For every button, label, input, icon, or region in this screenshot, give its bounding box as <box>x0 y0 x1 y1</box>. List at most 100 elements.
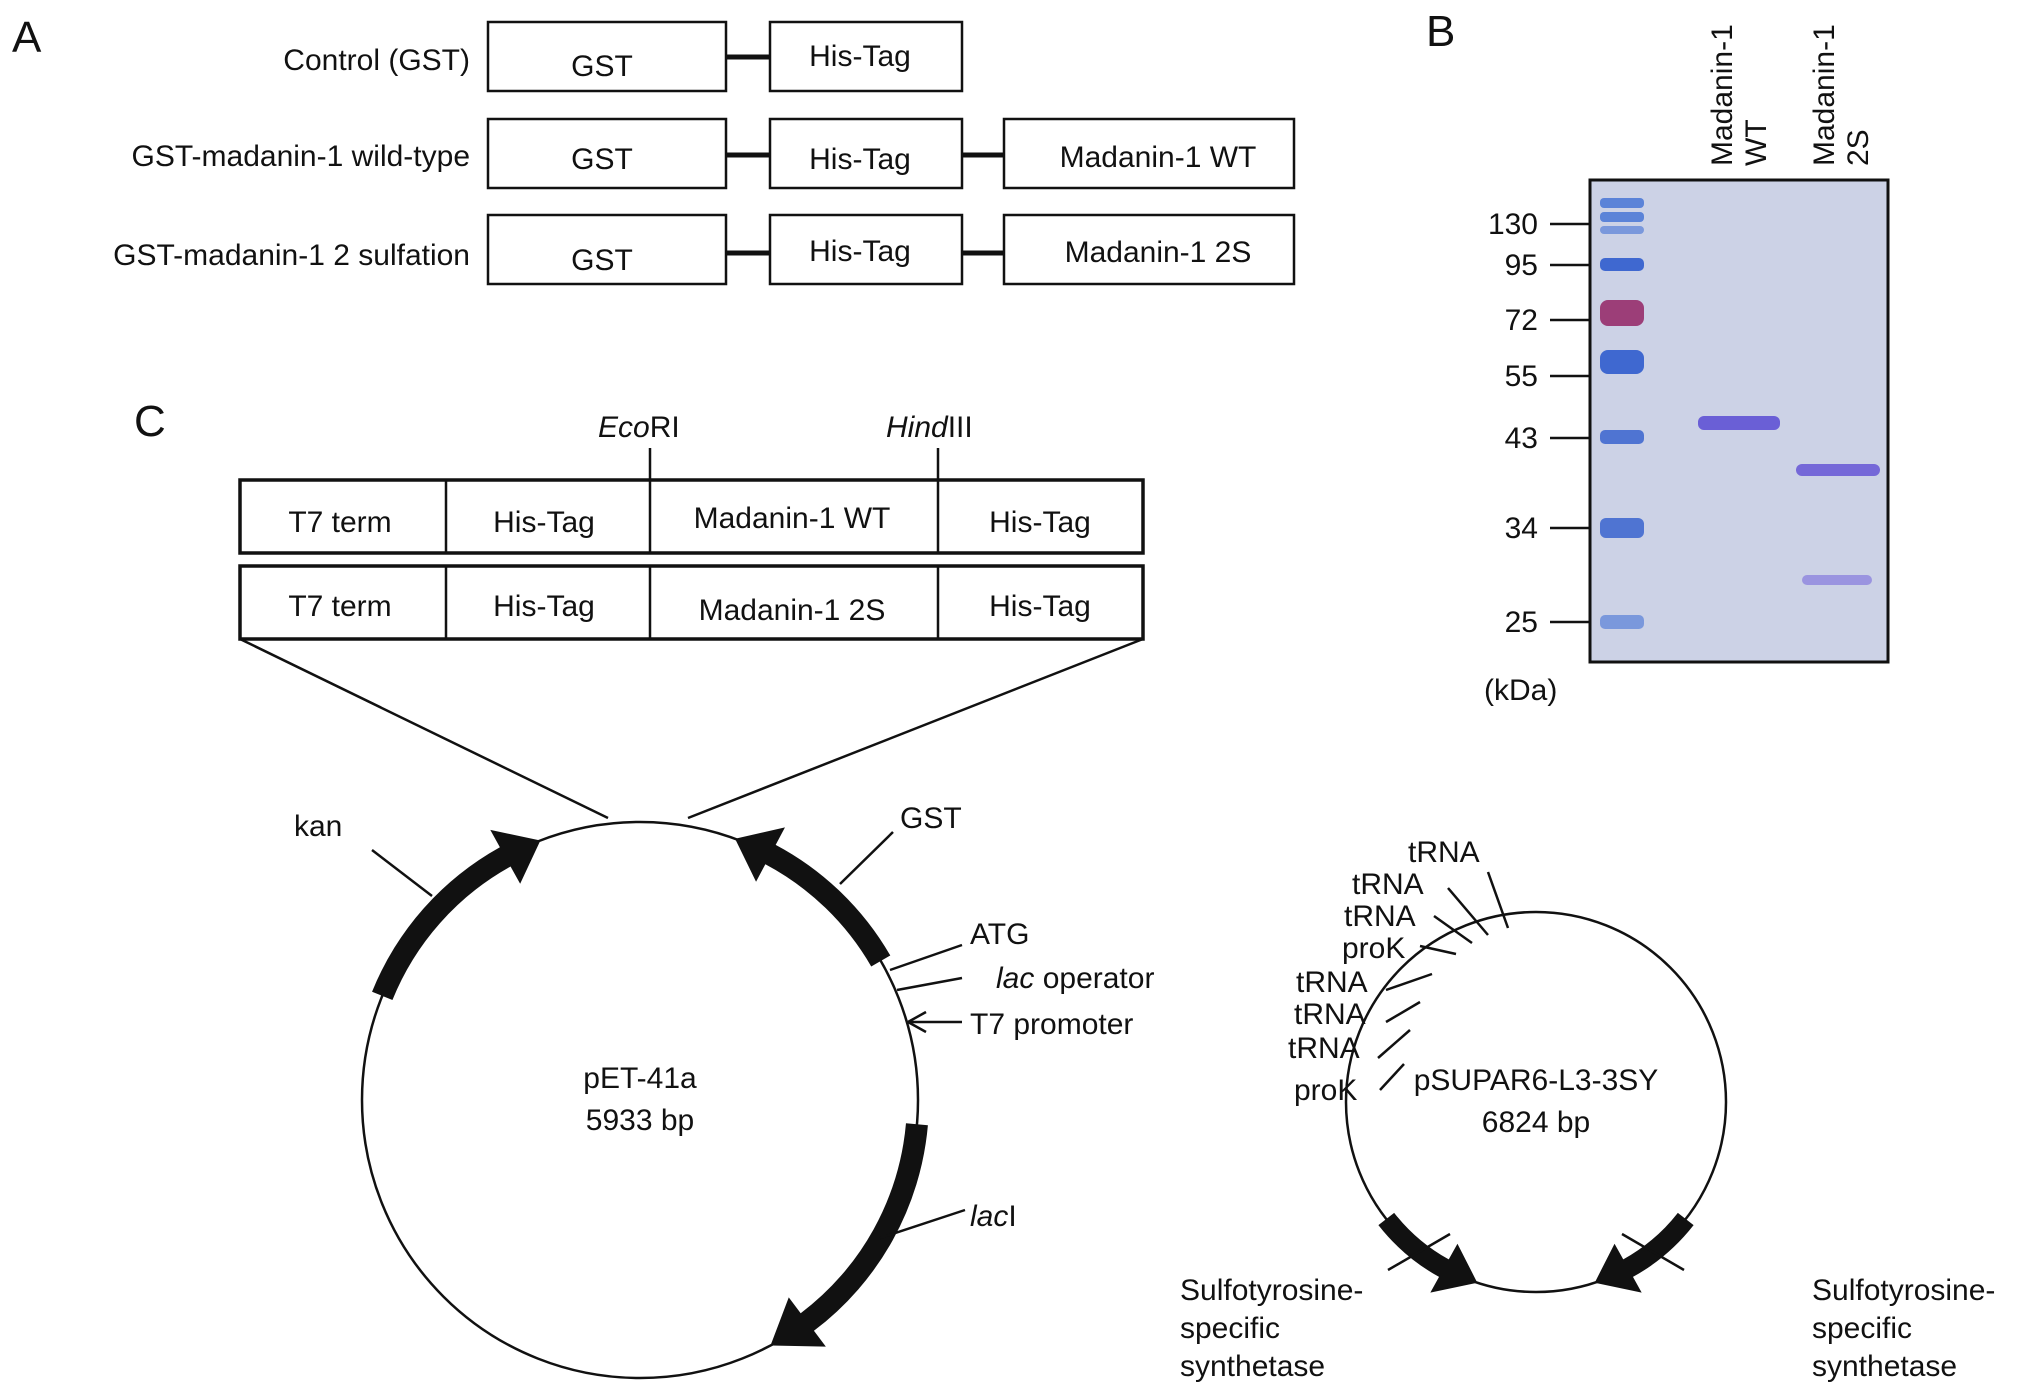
synthetase-right-line3: synthetase <box>1812 1350 1957 1383</box>
feature-kan: kan <box>294 810 342 843</box>
molecular-weight-markers: 130 95 72 55 43 34 25 (kDa) <box>1484 208 1590 707</box>
marker-55: 55 <box>1505 360 1538 393</box>
site-label-hindiii: HindIII <box>886 411 973 444</box>
box-label-histag: His-Tag <box>809 235 911 268</box>
box-histag-control <box>768 20 964 93</box>
panel-a-letter: A <box>12 13 42 62</box>
expression-cassette-wt: T7 term His-Tag Madanin-1 WT His-Tag <box>238 478 1145 555</box>
box-label-madanin-wt: Madanin-1 WT <box>1060 141 1257 174</box>
row-label-wild-type: GST-madanin-1 wild-type <box>132 140 470 173</box>
kan-leader <box>371 849 433 897</box>
site-label-ecori: EcoRI <box>598 411 680 444</box>
laci-leader <box>879 1208 966 1240</box>
laci-arrow <box>770 1123 928 1347</box>
prok-label: proK <box>1342 932 1405 965</box>
expression-cassette-2s: T7 term His-Tag Madanin-1 2S His-Tag <box>238 564 1145 641</box>
box-gst-2s <box>486 213 728 286</box>
box-histag-2s <box>768 213 964 286</box>
synthetase-arrow-right <box>1594 1212 1694 1293</box>
plasmid-size: 6824 bp <box>1482 1106 1590 1139</box>
band-madanin-wt <box>1698 416 1780 430</box>
ladder-band <box>1600 212 1644 222</box>
trna-label: tRNA <box>1288 1032 1360 1065</box>
trna-leader <box>1377 1029 1411 1059</box>
box-label-gst: GST <box>571 244 633 277</box>
trna-label: tRNA <box>1296 966 1368 999</box>
trna-leader <box>1385 1000 1421 1024</box>
box-label-madanin-2s: Madanin-1 2S <box>1065 236 1252 269</box>
feature-laci: lacI <box>970 1200 1017 1233</box>
synthetase-right-line1: Sulfotyrosine- <box>1812 1274 1995 1307</box>
segment-madanin-wt: Madanin-1 WT <box>694 502 891 535</box>
plasmid-size: 5933 bp <box>586 1104 694 1137</box>
feature-lac-operator: lac operator <box>996 962 1154 995</box>
insertion-line-left <box>239 637 609 820</box>
plasmid-circle <box>360 820 920 1380</box>
synthetase-leader-right <box>1621 1232 1685 1272</box>
panel-a-construct-diagram: Control (GST) GST His-Tag GST-madanin-1 … <box>113 20 1296 286</box>
marker-72: 72 <box>1505 304 1538 337</box>
plasmid-pet41a: pET-41a 5933 bp kan GST ATG lac operator… <box>294 802 1154 1380</box>
lane-label-wt-line1: Madanin-1 <box>1706 24 1739 166</box>
segment-histag: His-Tag <box>989 506 1091 539</box>
box-madanin-wt <box>1002 117 1296 190</box>
plasmid-circle <box>1344 910 1728 1294</box>
row-label-2-sulfation: GST-madanin-1 2 sulfation <box>113 239 470 272</box>
plasmid-name: pET-41a <box>583 1062 697 1095</box>
box-gst-control <box>486 20 728 93</box>
gst-arrow <box>735 827 891 967</box>
prok-leader <box>1419 944 1457 956</box>
trna-label: tRNA <box>1352 868 1424 901</box>
synthetase-arrow-left <box>1378 1212 1478 1293</box>
synthetase-leader-left <box>1387 1232 1451 1272</box>
segment-histag: His-Tag <box>989 590 1091 623</box>
marker-25: 25 <box>1505 606 1538 639</box>
box-label-gst: GST <box>571 143 633 176</box>
trna-label: tRNA <box>1294 998 1366 1031</box>
lane-label-wt-line2: WT <box>1740 119 1773 166</box>
atg-leader <box>889 943 963 972</box>
gst-leader <box>839 831 894 885</box>
box-gst-wt <box>486 117 728 190</box>
insertion-line-right <box>687 637 1144 820</box>
synthetase-right-line2: specific <box>1812 1312 1912 1345</box>
marker-130: 130 <box>1488 208 1538 241</box>
marker-95: 95 <box>1505 249 1538 282</box>
trna-label: tRNA <box>1344 900 1416 933</box>
band-madanin-2s-lower <box>1802 575 1872 585</box>
synthetase-left-line3: synthetase <box>1180 1350 1325 1383</box>
box-label-gst: GST <box>571 50 633 83</box>
box-label-histag: His-Tag <box>809 40 911 73</box>
row-label-control: Control (GST) <box>283 44 470 77</box>
trna-leader <box>1433 914 1473 945</box>
segment-t7-term: T7 term <box>288 590 391 623</box>
box-label-histag: His-Tag <box>809 143 911 176</box>
cassette-frame <box>238 478 1145 555</box>
segment-madanin-2s: Madanin-1 2S <box>699 594 886 627</box>
ladder-band-43 <box>1600 430 1644 444</box>
box-madanin-2s <box>1002 213 1296 286</box>
feature-t7-promoter: T7 promoter <box>970 1008 1133 1041</box>
plasmid-psupar6: pSUPAR6-L3-3SY 6824 bp tRNA tRNA tRNA pr… <box>1180 836 1995 1383</box>
panel-c-letter: C <box>134 397 166 446</box>
trna-label: tRNA <box>1408 836 1480 869</box>
trna-leader <box>1385 972 1433 992</box>
segment-histag: His-Tag <box>493 590 595 623</box>
prok-label: proK <box>1294 1074 1357 1107</box>
panel-b-letter: B <box>1426 7 1455 56</box>
box-histag-wt <box>768 117 964 190</box>
gel-image <box>1588 178 1890 664</box>
synthetase-left-line2: specific <box>1180 1312 1280 1345</box>
ladder-band-72 <box>1600 300 1644 326</box>
kan-arrow <box>372 829 541 1000</box>
ladder-band-25 <box>1600 615 1644 629</box>
segment-t7-term: T7 term <box>288 506 391 539</box>
feature-atg: ATG <box>970 918 1029 951</box>
t7-promoter-arrowhead <box>907 1010 927 1034</box>
feature-gst: GST <box>900 802 962 835</box>
ladder-band-34 <box>1600 518 1644 538</box>
segment-histag: His-Tag <box>493 506 595 539</box>
marker-34: 34 <box>1505 512 1538 545</box>
ladder-band-55 <box>1600 350 1644 374</box>
